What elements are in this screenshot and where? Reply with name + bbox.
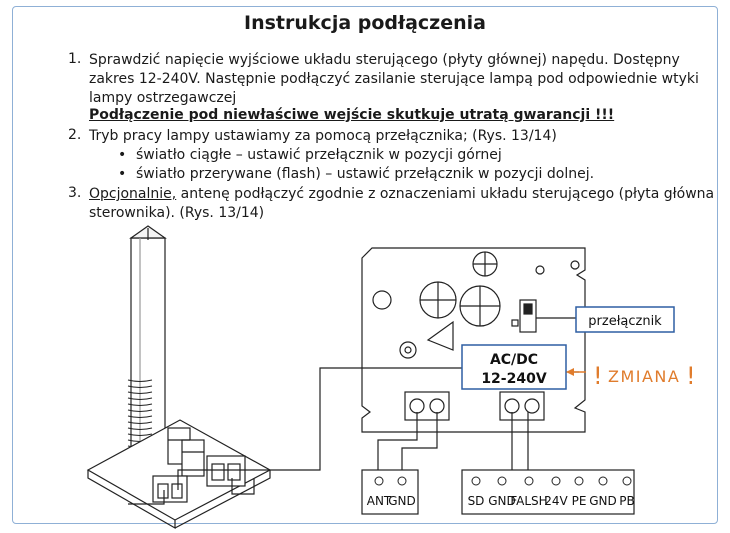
terminal-label-ant: ANT [367,494,392,508]
step-3-line-1-rest: antenę podłączyć zgodnie z oznaczeniami … [176,186,715,202]
switch-label: przełącznik [588,314,662,329]
terminal-label-gnd: GND [488,494,516,508]
lamp-tube [129,225,167,481]
terminal-label-pe: PE [572,494,587,508]
step-2-bullet-2: światło przerywane (flash) – ustawić prz… [136,166,595,182]
controller-board [361,247,586,433]
arrow-icon [566,368,586,376]
acdc-label: AC/DC [490,352,538,368]
step-1-number: 1. [68,51,82,67]
step-1-line-2: zakres 12-240V. Następnie podłączyć zasi… [89,71,699,87]
step-3-line-1: Opcjonalnie, antenę podłączyć zgodnie z … [89,185,714,204]
antenna-terminal-box [361,469,419,515]
terminal-label-sd: SD [468,494,485,508]
step-3-emphasis: Opcjonalnie, [89,186,177,202]
step-3-line-2: sterownika). (Rys. 13/14) [89,205,265,221]
step-3-number: 3. [68,185,82,201]
warranty-warning: Podłączenie pod niewłaściwe wejście skut… [89,107,615,123]
exclaim-left: ! [593,362,603,390]
step-1-line-1: Sprawdzić napięcie wyjściowe układu ster… [89,52,680,68]
exclaim-right: ! [686,362,696,390]
step-2-line-1: Tryb pracy lampy ustawiamy za pomocą prz… [89,128,557,144]
page-frame [12,6,718,524]
step-1-line-3: lampy ostrzegawczej [89,90,237,106]
terminal-screws [374,476,632,486]
terminal-label-falsh: FALSH [510,494,547,508]
lamp-base-board [86,419,272,530]
acdc-callout [461,344,567,390]
zmiana-label: ZMIANA [608,367,680,386]
switch-callout [575,306,675,333]
terminal-label-gnd: GND [388,494,416,508]
page-title: Instrukcja podłączenia [244,12,486,34]
bullet-icon: • [118,166,127,182]
step-2-bullet-1: światło ciągłe – ustawić przełącznik w p… [136,147,502,163]
bullet-icon: • [118,147,127,163]
wiring-lines [128,317,579,505]
terminal-label-pb: PB [619,494,634,508]
terminal-label-gnd: GND [589,494,617,508]
terminal-label-24v: 24V [544,494,568,508]
step-2-number: 2. [68,127,82,143]
voltage-label: 12-240V [481,371,547,387]
